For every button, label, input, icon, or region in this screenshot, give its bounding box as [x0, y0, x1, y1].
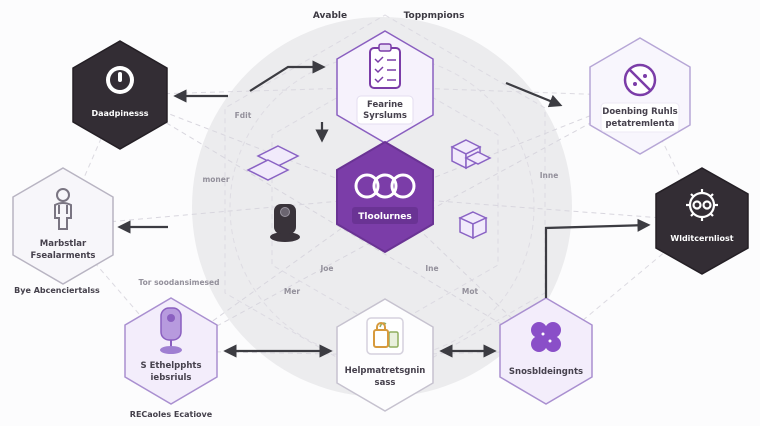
caption-bye-abcenciertalss: Bye Abcenciertalss — [14, 286, 100, 295]
node-core: Tloolurnes — [336, 140, 434, 254]
label-chip — [600, 102, 680, 133]
shopping-bag-icon — [366, 317, 404, 355]
node-blocking-rules-label-1: Doenbing Ruhls — [602, 107, 677, 117]
connector-label-moner: moner — [202, 175, 229, 184]
node-embeddings: Snosbldeingnts — [499, 297, 593, 405]
node-member-requirements-label-1: Marbstlar — [40, 239, 87, 249]
label-chip — [352, 207, 418, 224]
connector-label-mot: Mot — [462, 287, 479, 296]
connector-label-fdit: Fdit — [235, 111, 252, 120]
layers-3d-icon — [246, 145, 300, 181]
cube-3d-icon — [458, 211, 488, 240]
node-insights-label-1: S Ethelpphts — [140, 361, 201, 371]
rings-icon — [354, 173, 416, 199]
node-feature-systems-label-1: Fearine — [367, 100, 403, 110]
caption-tor-soodansimesed: Tor soodansimesed — [139, 278, 220, 287]
checklist-icon — [369, 43, 401, 89]
person-icon — [54, 188, 72, 230]
node-insights: S Ethelpphts iebsriuls — [124, 297, 218, 405]
node-marketplace-label-2: sass — [375, 378, 396, 388]
node-blocking-rules-label-2: petatremlenta — [605, 119, 674, 129]
label-chip — [356, 95, 414, 125]
arrow-to-feature-systems — [249, 60, 326, 92]
speaker-3d-icon — [270, 204, 300, 242]
gear-icon — [686, 189, 718, 221]
node-member-requirements: Marbstlar Fsealarments — [12, 167, 114, 285]
node-insights-label-2: iebsriuls — [151, 373, 192, 383]
arrow-embeddings-to-whitelist — [544, 218, 651, 298]
node-core-label: Tloolurnes — [358, 212, 411, 222]
node-whitelist-label: Wlditcernliost — [670, 234, 733, 243]
title-label-toppmpions: Toppmpions — [404, 11, 465, 21]
node-marketplace: Helpmatretsgnin sass — [336, 298, 434, 412]
connector-label-inne: Inne — [540, 171, 559, 180]
node-readiness: Daadpinesss — [72, 40, 168, 150]
power-icon — [106, 66, 134, 94]
arrows — [117, 60, 651, 358]
no-entry-icon — [623, 63, 657, 97]
node-marketplace-label-1: Helpmatretsgnin — [345, 366, 426, 376]
node-blocking-rules: Doenbing Ruhls petatremlenta — [589, 37, 691, 155]
connector-label-joe: Joe — [319, 264, 333, 273]
title-label-avable: Avable — [313, 11, 347, 21]
puzzle-icon — [531, 322, 561, 352]
boxes-3d-icon — [450, 139, 492, 170]
node-whitelist: Wlditcernliost — [655, 167, 749, 275]
lamp-icon — [160, 307, 182, 354]
caption-recaoles-ecatiove: RECaoles Ecatiove — [130, 410, 213, 419]
node-embeddings-label: Snosbldeingnts — [509, 367, 583, 377]
connector-label-ine: Ine — [425, 264, 438, 273]
node-member-requirements-label-2: Fsealarments — [30, 251, 95, 261]
arrow-to-blocking-rules — [505, 81, 563, 108]
node-readiness-label: Daadpinesss — [91, 109, 148, 118]
connector-label-mer: Mer — [284, 287, 301, 296]
node-feature-systems-label-2: Syrslums — [363, 111, 407, 121]
